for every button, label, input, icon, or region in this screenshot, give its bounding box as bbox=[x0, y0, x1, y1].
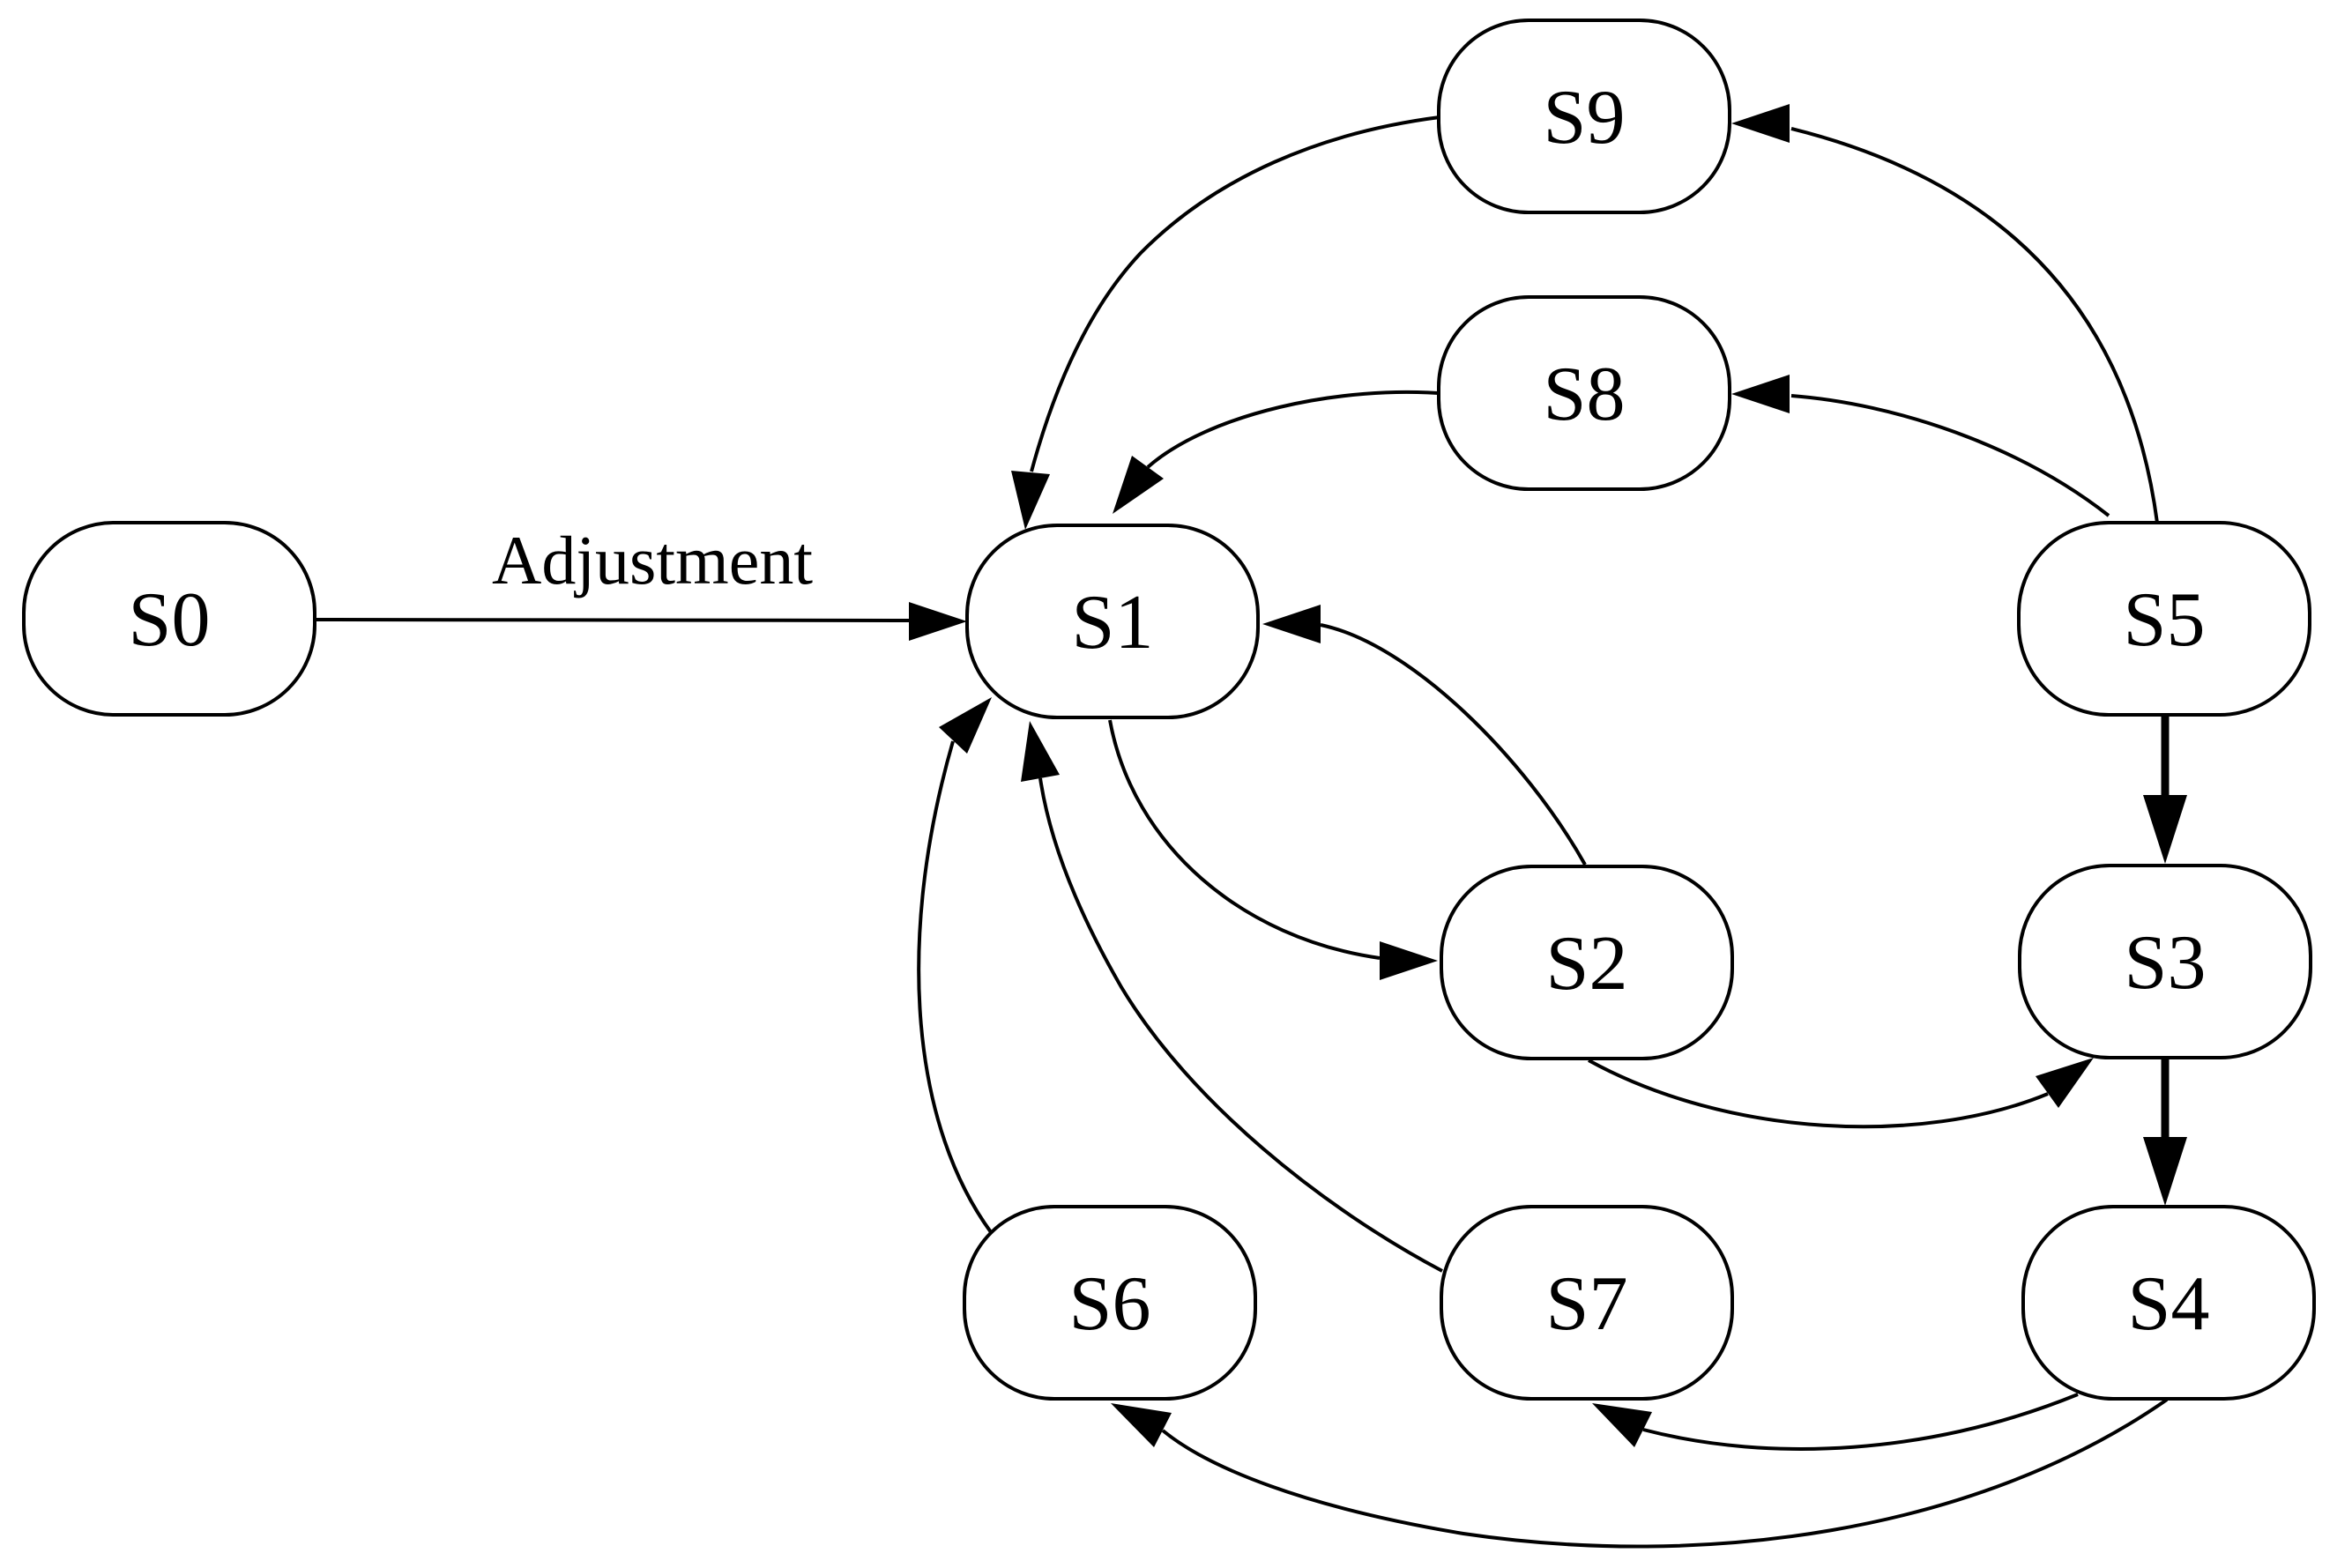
arrowhead-S5-S3 bbox=[2143, 795, 2187, 864]
arrowhead-S2-S3 bbox=[2036, 1058, 2094, 1108]
edge-S2-S3 bbox=[1588, 1059, 2049, 1129]
edge-S6-S1 bbox=[917, 740, 995, 1237]
edge-S4-S6 bbox=[1161, 1398, 2169, 1549]
arrowhead-S2-S1 bbox=[1262, 605, 1321, 643]
arrowhead-S3-S4 bbox=[2143, 1137, 2187, 1206]
arrowhead-S7-S1 bbox=[1021, 721, 1060, 782]
edge-S5-S9 bbox=[1790, 127, 2159, 524]
edge-S2-S1 bbox=[1320, 623, 1587, 866]
edge-S1-S2 bbox=[1108, 719, 1381, 960]
node-S7 bbox=[1440, 1205, 1734, 1401]
node-label-S8: S8 bbox=[1544, 352, 1626, 437]
node-S9 bbox=[1437, 19, 1731, 214]
node-S2 bbox=[1440, 865, 1734, 1060]
node-label-S4: S4 bbox=[2128, 1261, 2210, 1347]
node-S4 bbox=[2021, 1205, 2316, 1401]
node-S1 bbox=[965, 524, 1260, 719]
node-label-S6: S6 bbox=[1069, 1261, 1151, 1347]
node-S5 bbox=[2017, 521, 2311, 717]
node-label-S1: S1 bbox=[1072, 580, 1154, 665]
arrowhead-S5-S8 bbox=[1731, 375, 1790, 413]
node-label-S2: S2 bbox=[1546, 921, 1628, 1007]
arrowhead-S1-S2 bbox=[1380, 941, 1438, 980]
node-S0 bbox=[22, 521, 316, 717]
node-label-S7: S7 bbox=[1546, 1261, 1628, 1347]
arrowhead-S6-S1 bbox=[939, 697, 992, 754]
node-S6 bbox=[963, 1205, 1257, 1401]
node-S8 bbox=[1437, 295, 1731, 491]
edge-S8-S1 bbox=[1146, 390, 1449, 469]
node-label-S9: S9 bbox=[1544, 75, 1626, 160]
arrowhead-S4-S6 bbox=[1111, 1403, 1172, 1447]
edge-S5-S8 bbox=[1790, 394, 2110, 517]
edge-label-S0-S1: Adjustment bbox=[492, 522, 813, 598]
arrowhead-S4-S7 bbox=[1592, 1403, 1652, 1447]
edge-S0-S1 bbox=[310, 618, 913, 622]
arrowhead-S5-S9 bbox=[1731, 104, 1790, 143]
node-label-S0: S0 bbox=[129, 577, 211, 663]
edge-S4-S7 bbox=[1642, 1393, 2079, 1451]
node-label-S5: S5 bbox=[2124, 577, 2206, 663]
edge-S7-S1 bbox=[1038, 777, 1443, 1273]
arrowhead-S8-S1 bbox=[1113, 456, 1164, 514]
arrowhead-S0-S1 bbox=[909, 602, 967, 641]
arrowhead-S9-S1 bbox=[1011, 471, 1050, 530]
node-label-S3: S3 bbox=[2125, 920, 2207, 1006]
edge-S9-S1 bbox=[1030, 115, 1440, 472]
node-S3 bbox=[2018, 864, 2312, 1059]
